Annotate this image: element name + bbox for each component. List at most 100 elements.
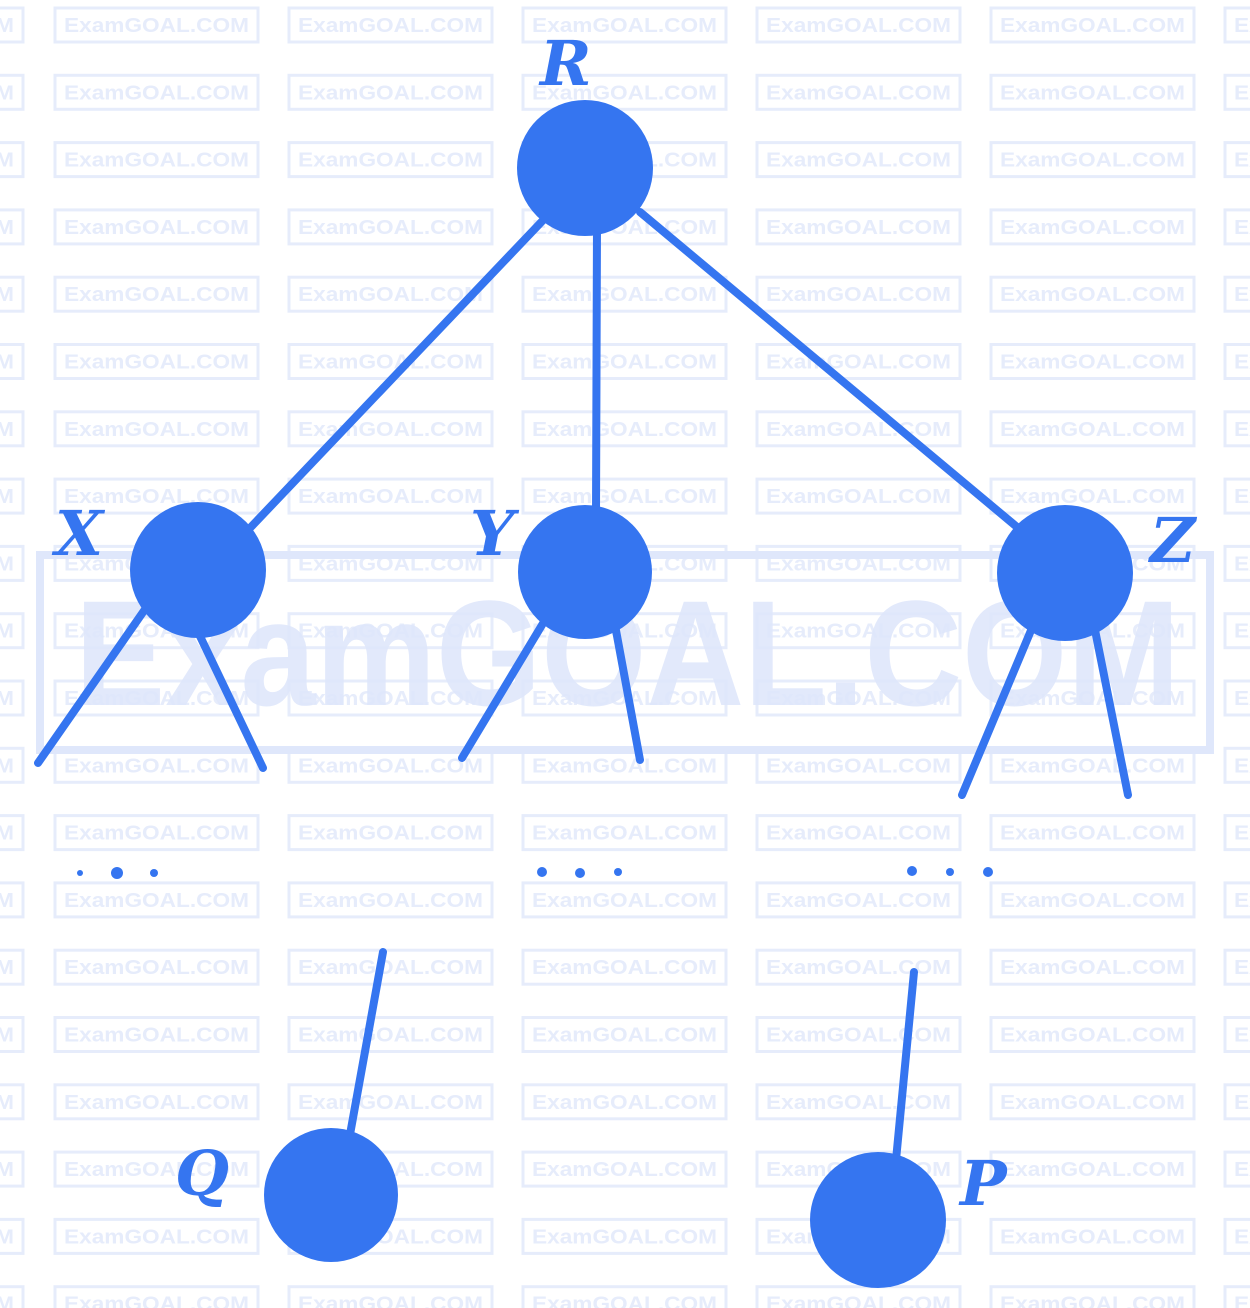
- watermark-frame: [989, 208, 1196, 246]
- ellipsis-dot: [614, 868, 622, 876]
- edge-r-x: [246, 211, 552, 532]
- node-labels: R X Y Z Q P: [51, 27, 1198, 1220]
- watermark-frame: [287, 1083, 494, 1121]
- ellipsis-dot: [946, 868, 954, 876]
- watermark-text: ExamGOAL.COM: [1234, 1092, 1250, 1114]
- label-r: R: [538, 27, 592, 100]
- edge-r-z: [636, 208, 1021, 531]
- watermark-frame: [0, 948, 25, 986]
- watermark-frame: [755, 814, 962, 852]
- watermark-frame: [287, 477, 494, 515]
- watermark-frame: [755, 477, 962, 515]
- watermark-text: ExamGOAL.COM: [532, 419, 717, 441]
- watermark-text: ExamGOAL.COM: [64, 1025, 249, 1047]
- watermark-frame: [287, 410, 494, 448]
- watermark-frame: [1223, 73, 1250, 111]
- ellipsis-dot: [537, 867, 547, 877]
- watermark-frame: [0, 343, 25, 380]
- watermark-text: ExamGOAL.COM: [64, 419, 249, 441]
- watermark-frame: [53, 1217, 260, 1255]
- watermark-text: ExamGOAL.COM: [64, 352, 249, 374]
- ellipsis-dot: [983, 867, 993, 877]
- node-q: [264, 1128, 398, 1262]
- watermark-frame: [989, 6, 1196, 44]
- watermark-frame: [0, 208, 25, 246]
- watermark-text: ExamGOAL.COM: [64, 284, 249, 306]
- watermark-frame: [755, 73, 962, 111]
- watermark-text: ExamGOAL.COM: [298, 688, 483, 710]
- watermark-text: ExamGOAL.COM: [64, 1226, 249, 1248]
- watermark-frame: [521, 1016, 728, 1053]
- watermark-text: ExamGOAL.COM: [0, 352, 14, 374]
- watermark-frame: [1223, 343, 1250, 380]
- watermark-frame: [0, 6, 25, 44]
- watermark-frame: [0, 1285, 25, 1308]
- watermark-frame: [287, 141, 494, 179]
- watermark-frame: [0, 1217, 25, 1255]
- watermark-frame: [989, 275, 1196, 313]
- watermark-text: ExamGOAL.COM: [298, 890, 483, 912]
- watermark-text: ExamGOAL.COM: [766, 823, 951, 845]
- watermark-frame: [989, 948, 1196, 986]
- watermark-frame: [989, 1217, 1196, 1255]
- watermark-text: ExamGOAL.COM: [1234, 688, 1250, 710]
- watermark-frame: [755, 544, 962, 582]
- watermark-frame: [1223, 948, 1250, 986]
- watermark-text: ExamGOAL.COM: [766, 150, 951, 172]
- watermark-frame: [0, 679, 25, 717]
- watermark-frame: [1223, 477, 1250, 515]
- watermark-text: ExamGOAL.COM: [298, 823, 483, 845]
- watermark-text: ExamGOAL.COM: [766, 1092, 951, 1114]
- watermark-text: ExamGOAL.COM: [532, 890, 717, 912]
- watermark-text: ExamGOAL.COM: [298, 755, 483, 777]
- watermark-text: ExamGOAL.COM: [532, 1092, 717, 1114]
- watermark-frame: [755, 612, 962, 650]
- watermark-text: ExamGOAL.COM: [1000, 150, 1185, 172]
- watermark-text: ExamGOAL.COM: [298, 15, 483, 37]
- watermark-frame: [287, 73, 494, 111]
- edge-to-q: [345, 948, 387, 1144]
- watermark-frame: [53, 141, 260, 179]
- watermark-frame: [1223, 1083, 1250, 1121]
- watermark-text: ExamGOAL.COM: [0, 957, 14, 979]
- watermark-frame: [0, 881, 25, 919]
- watermark-text: ExamGOAL.COM: [64, 957, 249, 979]
- node-p: [810, 1152, 946, 1288]
- watermark-text: ExamGOAL.COM: [64, 1092, 249, 1114]
- node-x: [130, 502, 266, 638]
- watermark-frame: [755, 6, 962, 44]
- watermark-frame: [989, 343, 1196, 380]
- edge-r-y: [592, 221, 601, 519]
- watermark-frame: [53, 6, 260, 44]
- watermark-frame: [53, 679, 260, 717]
- tree-edges: [34, 208, 1132, 1164]
- watermark-frame: [755, 141, 962, 179]
- watermark-frame: [1223, 881, 1250, 919]
- ellipsis-marks: [77, 866, 993, 879]
- watermark-text: ExamGOAL.COM: [298, 217, 483, 239]
- edge-to-p: [892, 968, 918, 1164]
- watermark-text: ExamGOAL.COM: [0, 688, 14, 710]
- watermark-frame: [287, 275, 494, 313]
- ellipsis-dot: [150, 869, 158, 877]
- watermark-text: ExamGOAL.COM: [532, 1159, 717, 1181]
- watermark-frame: [0, 814, 25, 852]
- watermark-text: ExamGOAL.COM: [298, 284, 483, 306]
- watermark-frame: [0, 477, 25, 515]
- watermark-frame: [755, 1083, 962, 1121]
- label-x: X: [51, 497, 106, 570]
- watermark-text: ExamGOAL.COM: [532, 688, 717, 710]
- watermark-text: ExamGOAL.COM: [298, 486, 483, 508]
- watermark-frame: [53, 208, 260, 246]
- watermark-text: ExamGOAL.COM: [532, 82, 717, 104]
- watermark-text: ExamGOAL.COM: [1234, 1159, 1250, 1181]
- watermark-frame: [521, 1150, 728, 1188]
- watermark-text: ExamGOAL.COM: [532, 486, 717, 508]
- watermark-text: ExamGOAL.COM: [0, 217, 14, 239]
- watermark-text: ExamGOAL.COM: [64, 823, 249, 845]
- watermark-text: ExamGOAL.COM: [64, 890, 249, 912]
- label-q: Q: [175, 1137, 229, 1210]
- watermark-text: ExamGOAL.COM: [1000, 419, 1185, 441]
- watermark-text: ExamGOAL.COM: [766, 486, 951, 508]
- ellipsis-dot: [111, 867, 123, 879]
